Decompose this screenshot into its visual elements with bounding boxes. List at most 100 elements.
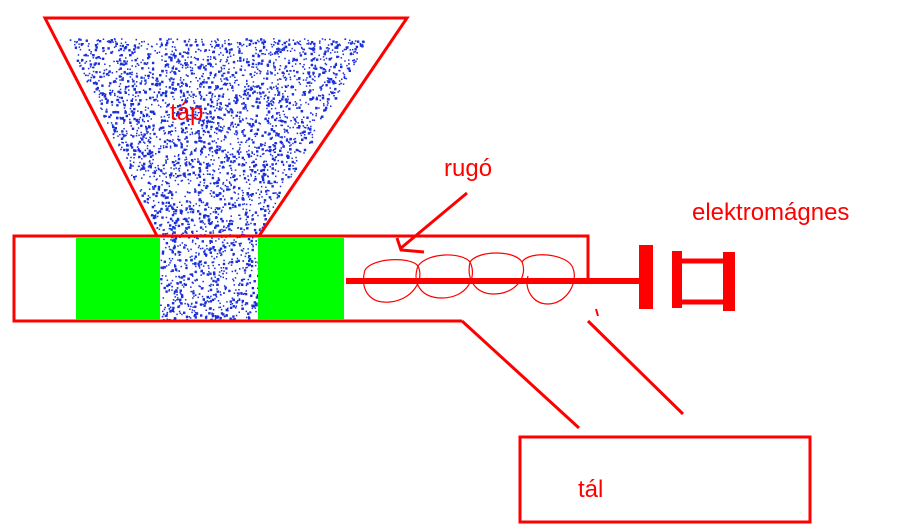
food-pellet	[194, 255, 197, 258]
food-pellet	[195, 51, 197, 53]
food-pellet	[246, 61, 248, 64]
food-pellet	[113, 46, 116, 48]
food-pellet	[151, 214, 154, 217]
food-pellet	[205, 166, 209, 169]
food-pellet	[233, 284, 235, 286]
food-pellet	[284, 67, 286, 70]
food-pellet	[237, 137, 239, 140]
food-pellet	[193, 56, 196, 59]
food-pellet	[199, 181, 202, 183]
food-pellet	[232, 147, 234, 150]
food-pellet	[108, 74, 110, 77]
food-pellet	[179, 174, 181, 177]
food-pellet	[229, 164, 232, 167]
food-pellet	[161, 184, 163, 186]
food-pellet	[257, 189, 260, 191]
food-pellet	[211, 314, 215, 318]
food-pellet	[191, 67, 194, 69]
food-pellet	[216, 216, 218, 219]
food-pellet	[241, 165, 243, 167]
food-pellet	[291, 93, 295, 96]
food-pellet	[316, 96, 318, 99]
food-pellet	[213, 272, 216, 276]
food-pellet	[95, 57, 97, 59]
food-pellet	[349, 39, 351, 42]
food-pellet	[310, 59, 313, 62]
food-pellet	[250, 87, 254, 90]
food-pellet	[137, 102, 141, 105]
food-pellet	[314, 67, 317, 70]
food-pellet	[251, 55, 254, 57]
food-pellet	[354, 40, 357, 42]
food-pellet	[228, 39, 230, 41]
food-pellet	[206, 170, 209, 172]
food-pellet	[227, 111, 230, 114]
food-pellet	[92, 70, 95, 73]
food-pellet	[272, 101, 274, 103]
food-pellet	[230, 122, 234, 125]
food-pellet	[171, 87, 175, 90]
food-pellet	[128, 72, 132, 75]
food-pellet	[214, 131, 216, 134]
food-pellet	[246, 80, 248, 83]
food-pellet	[151, 61, 155, 65]
food-pellet	[189, 114, 192, 117]
food-pellet	[216, 278, 220, 281]
food-pellet	[242, 293, 245, 295]
food-pellet	[246, 192, 249, 195]
food-pellet	[206, 173, 209, 175]
food-pellet	[281, 181, 284, 183]
food-pellet	[181, 128, 185, 132]
food-pellet	[169, 147, 172, 149]
food-pellet	[218, 94, 221, 98]
food-pellet	[249, 166, 251, 168]
food-pellet	[279, 136, 281, 138]
food-pellet	[170, 53, 172, 56]
food-pellet	[184, 132, 186, 134]
food-pellet	[181, 130, 184, 134]
food-pellet	[241, 301, 244, 304]
food-pellet	[106, 101, 109, 104]
food-pellet	[146, 201, 149, 203]
food-pellet	[319, 95, 322, 97]
food-pellet	[173, 317, 177, 320]
food-pellet	[262, 172, 266, 176]
food-pellet	[288, 59, 290, 62]
food-pellet	[215, 63, 217, 65]
food-pellet	[173, 227, 176, 230]
food-pellet	[311, 96, 315, 99]
food-pellet	[229, 129, 232, 131]
food-pellet	[213, 196, 215, 198]
food-pellet	[201, 240, 204, 243]
food-pellet	[197, 130, 200, 133]
food-pellet	[334, 51, 336, 53]
food-pellet	[186, 191, 189, 193]
food-pellet	[176, 294, 178, 296]
food-pellet	[286, 138, 288, 140]
food-pellet	[163, 164, 165, 166]
food-pellet	[195, 57, 197, 60]
food-pellet	[241, 197, 244, 200]
food-pellet	[105, 115, 107, 117]
food-pellet	[157, 167, 160, 169]
food-pellet	[180, 233, 183, 236]
food-pellet	[292, 168, 294, 170]
food-pellet	[159, 175, 161, 177]
food-pellet	[243, 158, 246, 161]
food-pellet	[255, 52, 257, 55]
food-pellet	[170, 228, 173, 231]
food-pellet	[166, 232, 169, 235]
food-pellet	[168, 257, 171, 260]
food-pellet	[349, 42, 353, 45]
food-pellet	[287, 98, 289, 100]
food-pellet	[169, 177, 172, 179]
food-pellet	[236, 257, 239, 260]
food-pellet	[168, 125, 170, 127]
food-pellet	[247, 60, 250, 64]
food-pellet	[195, 301, 198, 304]
food-pellet	[210, 125, 213, 129]
food-pellet	[227, 79, 229, 81]
food-pellet	[305, 127, 307, 129]
food-pellet	[145, 127, 148, 130]
food-pellet	[284, 65, 288, 68]
